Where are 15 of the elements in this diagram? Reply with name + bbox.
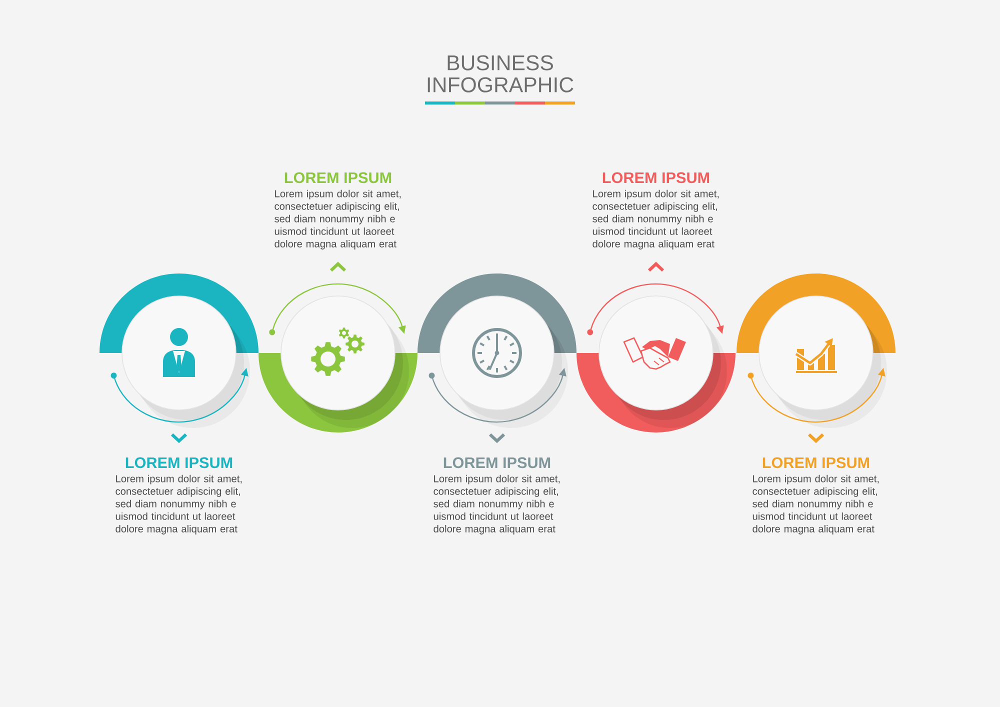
- heading: LOREM IPSUM: [284, 172, 392, 184]
- title: BUSINESS INFOGRAPHIC: [428, 55, 574, 92]
- body-text: Lorem ipsum dolor sit amet, consectetuer adipiscing elit, sed diam nonummy nibh e uismod tincidunt ut laoreet dolore magna aliquam erat: [274, 190, 401, 250]
- body-text: Lorem ipsum dolor sit amet, consectetuer adipiscing elit, sed diam nonummy nibh e uismod tincidunt ut laoreet dolore magna aliquam erat: [116, 474, 242, 534]
- heading: LOREM IPSUM: [602, 172, 710, 184]
- body-text: Lorem ipsum dolor sit amet, consectetuer adipiscing elit, sed diam nonummy nibh e uismod tincidunt ut laoreet dolore magna aliquam erat: [752, 474, 879, 534]
- body-text: Lorem ipsum dolor sit amet, consectetuer adipiscing elit, sed diam nonummy nibh e uismod tincidunt ut laoreet dolore magna aliquam erat: [592, 190, 719, 250]
- heading: LOREM IPSUM: [444, 457, 550, 468]
- heading: LOREM IPSUM: [126, 457, 232, 468]
- step-circle: [440, 296, 554, 410]
- step-circle: [122, 296, 236, 410]
- step-circle: [758, 296, 874, 410]
- step-circle: [280, 296, 396, 410]
- heading: LOREM IPSUM: [762, 457, 870, 468]
- body-text: Lorem ipsum dolor sit amet, consectetuer adipiscing elit, sed diam nonummy nibh e uismod tincidunt ut laoreet dolore magna aliquam erat: [434, 474, 560, 534]
